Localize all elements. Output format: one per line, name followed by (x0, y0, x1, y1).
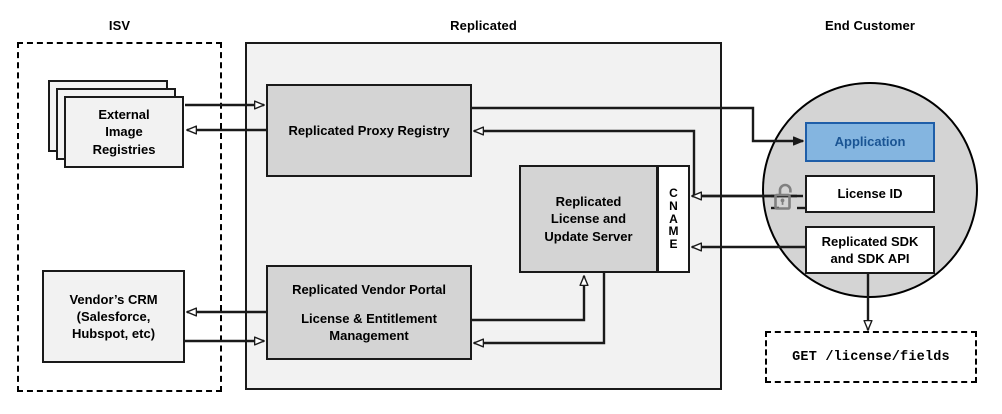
vendor-portal-label-line3: Management (329, 328, 409, 343)
license-server-label-line1: Replicated (555, 194, 622, 210)
license-id[interactable]: License ID (805, 175, 935, 213)
get-license-fields-label: GET /license/fields (792, 349, 950, 365)
external-image-registries-label-line2: Image (105, 124, 143, 140)
lane-title-replicated: Replicated (450, 18, 517, 33)
cname-strip[interactable]: C N A M E (657, 165, 690, 273)
replicated-proxy-registry-label: Replicated Proxy Registry (288, 122, 450, 138)
license-server-label-line3: Update Server (544, 228, 633, 244)
cname-letter-m: M (668, 224, 679, 239)
unlock-icon (771, 181, 799, 215)
cname-letter-a: A (669, 211, 678, 226)
vendor-portal-label-line2: License & Entitlement (301, 310, 437, 326)
cname-letter-e: E (669, 237, 678, 252)
replicated-sdk-label-line2: and SDK API (830, 251, 910, 266)
external-image-registries[interactable]: External Image Registries (64, 96, 184, 168)
vendors-crm-label-line2: (Salesforce, (76, 308, 151, 324)
lane-title-isv: ISV (108, 18, 131, 33)
external-image-registries-label-line1: External (98, 107, 150, 123)
cname-letter-n: N (669, 198, 678, 213)
vendors-crm-label-line1: Vendor’s CRM (69, 291, 158, 307)
license-id-label: License ID (837, 186, 903, 202)
replicated-vendor-portal[interactable]: Replicated Vendor Portal License & Entit… (266, 265, 472, 360)
application[interactable]: Application (805, 122, 935, 162)
replicated-sdk[interactable]: Replicated SDK and SDK API (805, 226, 935, 274)
get-license-fields-box: GET /license/fields (765, 331, 977, 383)
replicated-sdk-label-line1: Replicated SDK (821, 233, 919, 249)
vendors-crm[interactable]: Vendor’s CRM (Salesforce, Hubspot, etc) (42, 270, 185, 363)
isv-boundary (17, 42, 222, 392)
vendors-crm-label-line3: Hubspot, etc) (71, 326, 156, 342)
application-label: Application (834, 134, 906, 150)
license-server-label-line2: License and (550, 211, 627, 227)
external-image-registries-label-line3: Registries (92, 141, 156, 157)
vendor-portal-label-line1: Replicated Vendor Portal (292, 281, 446, 297)
replicated-proxy-registry[interactable]: Replicated Proxy Registry (266, 84, 472, 177)
cname-letter-c: C (669, 185, 678, 200)
replicated-license-update-server[interactable]: Replicated License and Update Server (519, 165, 658, 273)
lane-title-end-customer: End Customer (824, 18, 916, 33)
